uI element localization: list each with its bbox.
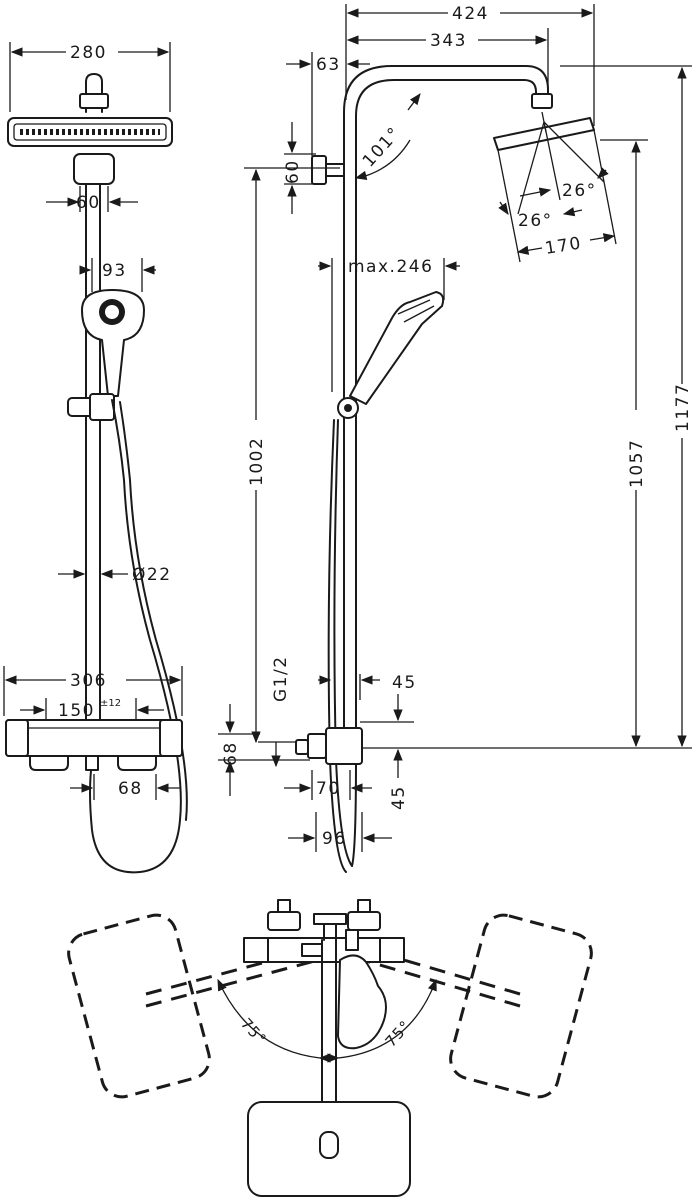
dim-306-label: 306: [70, 671, 107, 691]
thermostat-side: [325, 727, 363, 765]
top-view: 75° 75°: [67, 899, 593, 1197]
dim-280-label: 280: [70, 43, 107, 63]
dim-26-b-label: 26°: [518, 211, 553, 231]
dim-63-label: 63: [316, 55, 341, 75]
dim-96-label: 96: [322, 829, 347, 849]
dim-68-side-label: 68: [221, 741, 241, 766]
dim-75-right-label: 75°: [382, 1017, 415, 1051]
dim-45-top-label: 45: [392, 673, 417, 693]
hand-shower-front: [81, 289, 145, 397]
dim-424-label: 424: [452, 4, 489, 24]
dim-1177-label: 1177: [673, 383, 693, 432]
thermostat-front: [5, 719, 183, 757]
dim-g12-label: G1/2: [271, 655, 291, 702]
dim-1002-label: 1002: [247, 437, 267, 486]
dim-150-tolerance: ±12: [100, 698, 121, 709]
side-view: 424 343 63 60 101°: [218, 4, 693, 873]
dim-93-label: 93: [102, 261, 127, 281]
dim-70-label: 70: [316, 779, 341, 799]
overhead-shower-top: [247, 1101, 411, 1197]
dim-60-front-label: 60: [76, 193, 101, 213]
dim-75-left-label: 75°: [237, 1015, 270, 1049]
overhead-shower-front: [7, 117, 173, 147]
dim-45-bottom-label: 45: [389, 785, 409, 810]
dim-68-front-label: 68: [118, 779, 143, 799]
front-view: 280 60 93: [3, 42, 188, 874]
dim-343-label: 343: [430, 31, 467, 51]
dim-101-label: 101°: [359, 123, 405, 171]
overhead-rotated-left: [67, 913, 211, 1099]
dim-max246-label: max.246: [348, 257, 433, 277]
hand-shower-side: [349, 291, 445, 405]
dim-60-side-label: 60: [283, 159, 303, 184]
dim-150-label: 150: [58, 701, 95, 721]
dim-1057-label: 1057: [627, 439, 647, 488]
dim-26-a-label: 26°: [562, 181, 597, 201]
dim-d22-label: Ø22: [132, 565, 172, 585]
dim-170-label: 170: [544, 233, 584, 259]
overhead-rotated-right: [449, 913, 593, 1099]
